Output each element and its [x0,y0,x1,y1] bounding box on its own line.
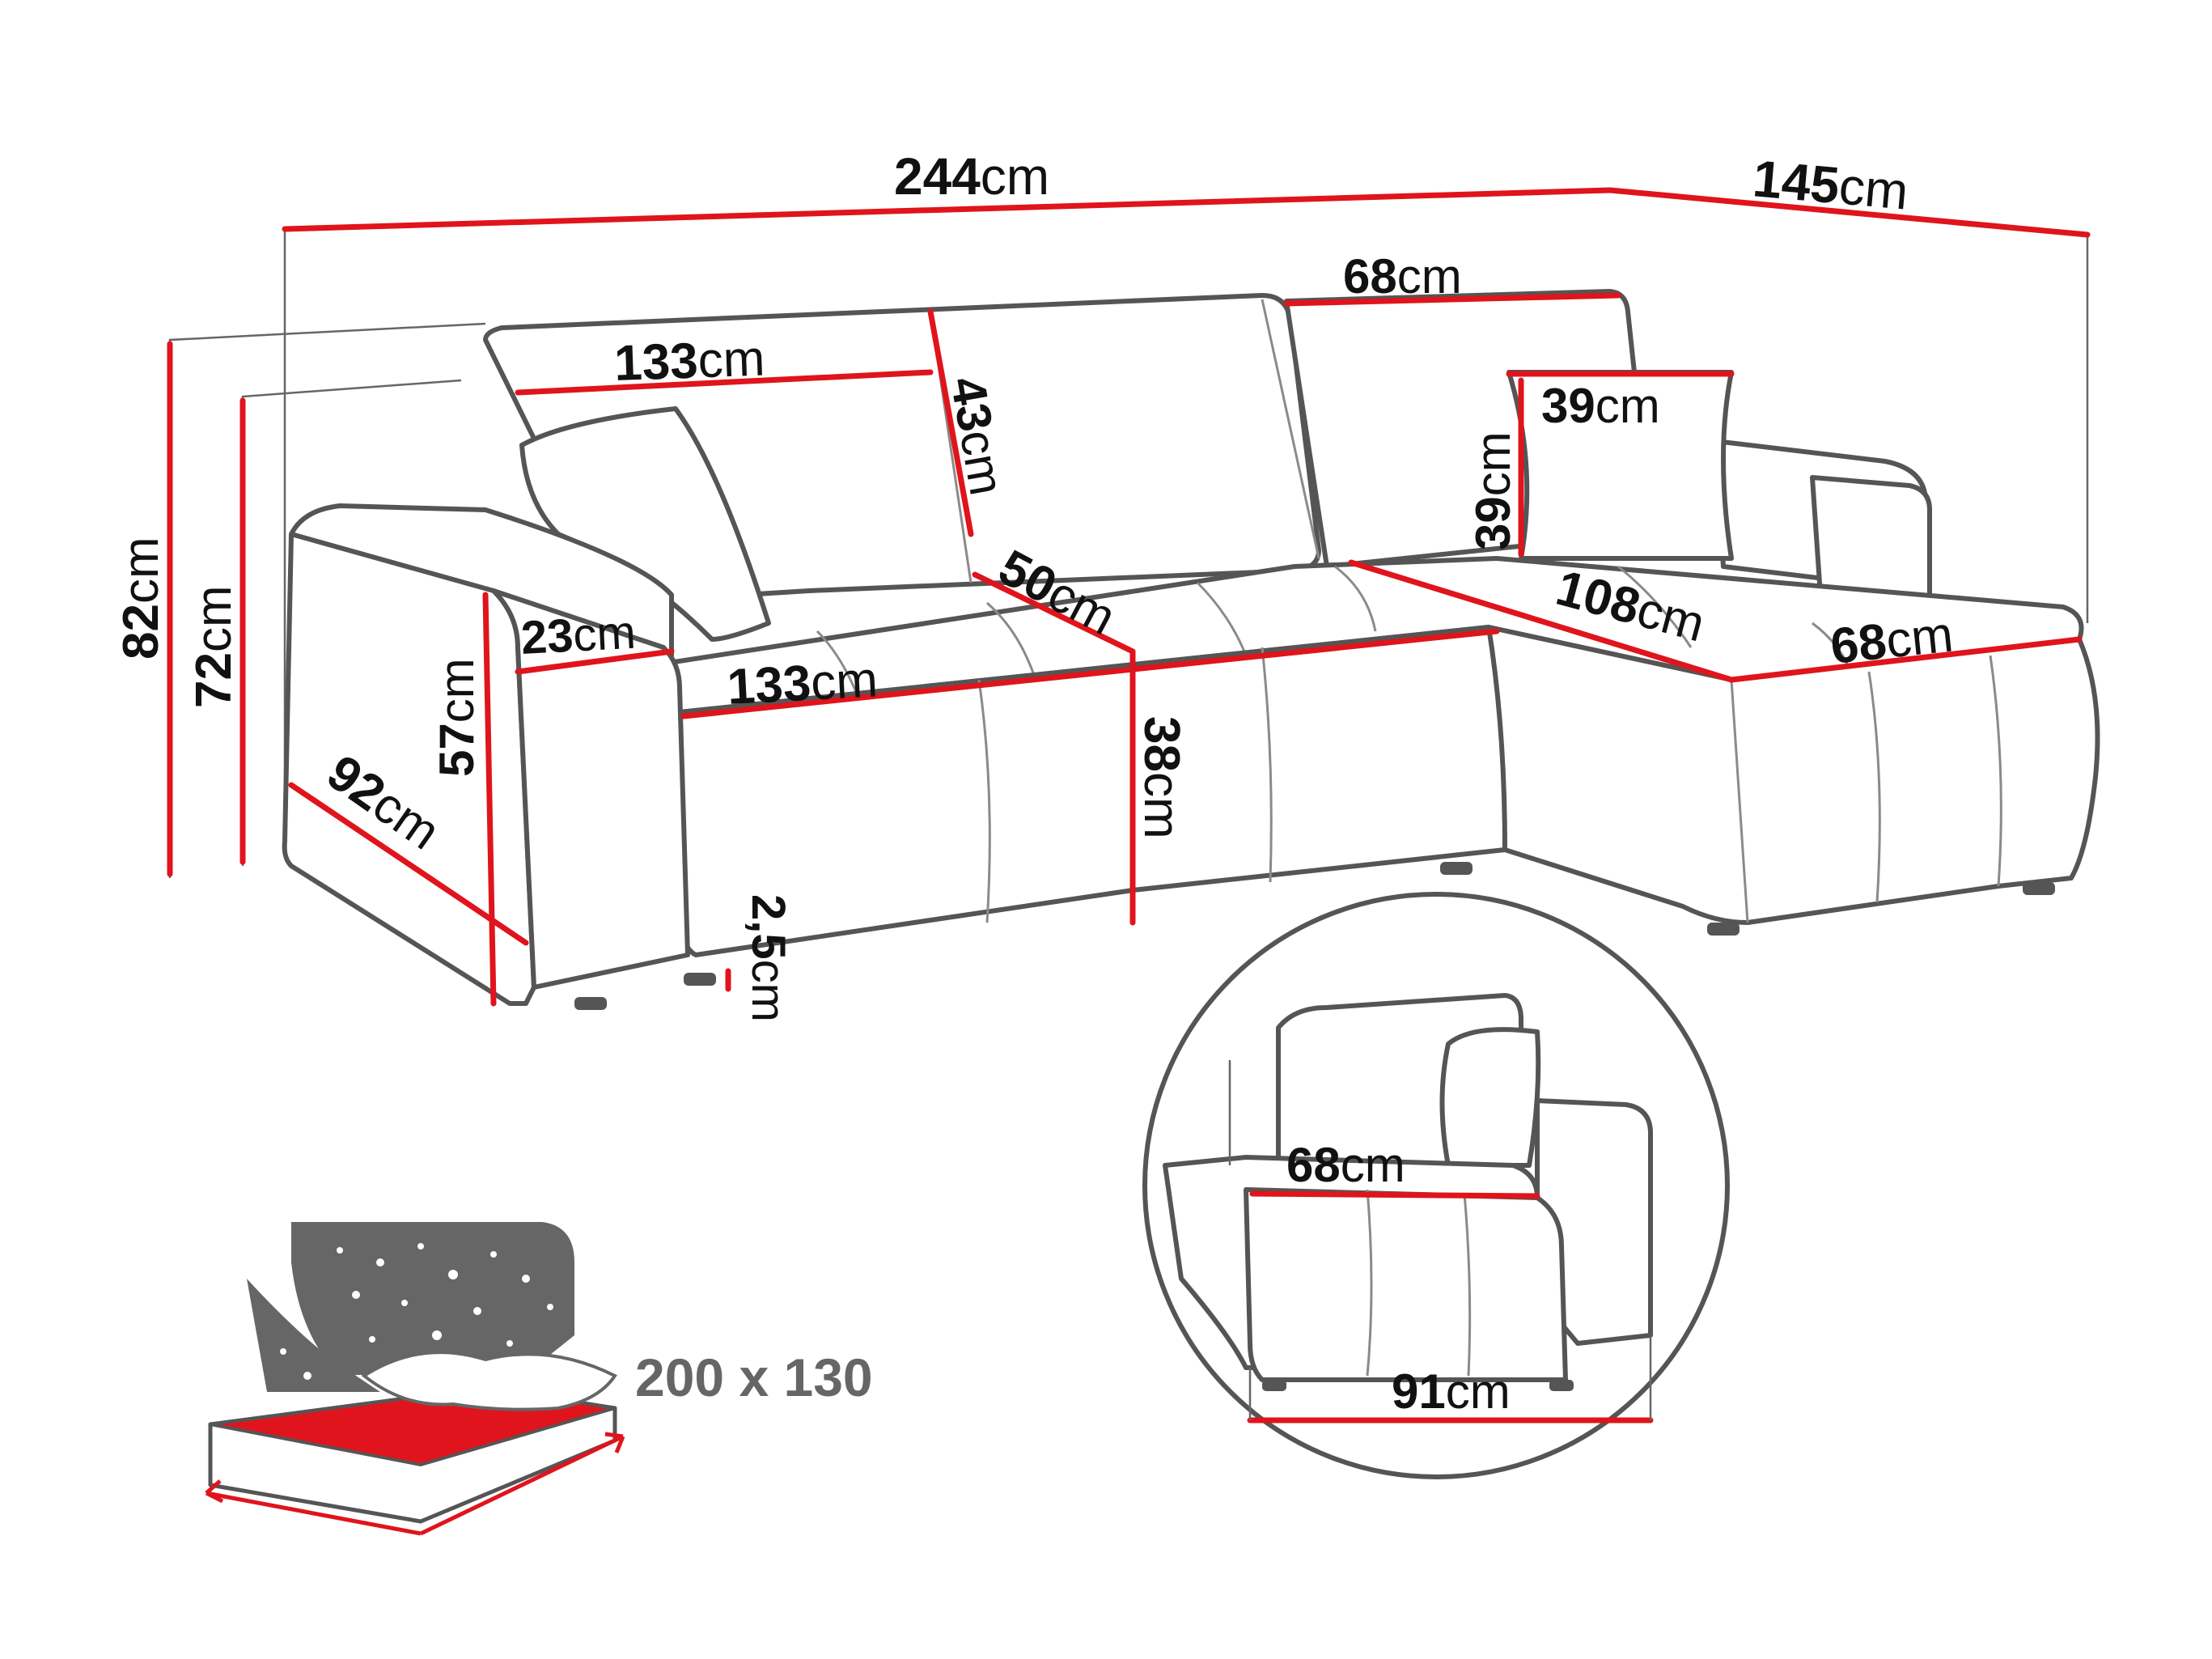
label-detail-length: 91cm [1392,1364,1511,1419]
value: 43 [940,373,1003,435]
foot [574,997,607,1010]
label-backrest-left-width: 133cm [613,331,765,392]
label-total-width: 244cm [894,147,1049,206]
value: 133 [613,333,699,392]
label-seat-height: 38cm [1134,716,1189,839]
detail-view: 68cm 91cm [1142,892,1730,1479]
value: 244 [894,147,981,206]
foot [1707,923,1740,936]
value: 68 [1828,613,1889,675]
value: 38 [1134,716,1189,772]
sleeping-area: 200 x 130 [205,1222,873,1536]
night-sky-icon [247,1222,574,1392]
unit: cm [1466,431,1520,496]
unit: cm [186,585,242,652]
label-total-height: 82cm [113,537,169,660]
bed-icon [205,1351,625,1536]
unit: cm [572,606,638,662]
value: 72 [186,652,242,708]
label-armrest-height-total: 72cm [186,585,242,708]
foot [1440,862,1473,875]
label-detail-width: 68cm [1286,1138,1405,1192]
value: 2,5 [742,894,795,960]
value: 133 [726,656,812,715]
foot [2023,882,2055,895]
value: 39 [1466,496,1520,550]
unit: cm [1446,1364,1511,1419]
left-arm-front [282,532,536,1006]
unit: cm [697,331,765,389]
label-armrest-height: 57cm [430,658,484,777]
right-pillow [1506,370,1734,562]
label-pillow-height: 39cm [1466,431,1520,550]
sleeping-area-size: 200 x 130 [635,1347,873,1407]
label-back-cushion-height: 43cm [940,373,1014,499]
left-arm-inner [491,588,690,990]
unit: cm [742,960,795,1022]
foot [684,973,716,986]
chaise-arm [1810,475,1932,605]
value: 145 [1751,149,1842,214]
unit: cm [1595,379,1660,433]
label-seat-width: 133cm [726,651,879,715]
unit: cm [1341,1138,1405,1192]
label-backrest-right-width: 68cm [1343,249,1462,303]
value: 23 [519,609,574,664]
unit: cm [1397,249,1462,303]
value: 68 [1343,249,1397,303]
unit: cm [809,651,879,711]
unit: cm [113,537,169,604]
label-chaise-width: 68cm [1828,606,1956,674]
label-leg-height: 2,5cm [742,894,795,1022]
measurement-lines [167,187,2091,1007]
unit: cm [1134,772,1189,839]
unit: cm [430,658,484,723]
unit: cm [1884,606,1956,668]
unit: cm [1837,157,1910,221]
value: 82 [113,604,169,660]
label-pillow-width: 39cm [1541,379,1660,433]
value: 91 [1392,1364,1446,1419]
value: 57 [430,723,484,777]
value: 39 [1541,379,1595,433]
label-armrest-width: 23cm [519,606,637,664]
unit: cm [950,426,1015,499]
unit: cm [981,147,1049,206]
sofa-drawing: 244cm 145cm 68cm 133cm 43cm 39cm 39cm 82… [113,147,2100,1022]
label-chaise-depth: 145cm [1751,149,1911,220]
value: 68 [1286,1138,1341,1192]
